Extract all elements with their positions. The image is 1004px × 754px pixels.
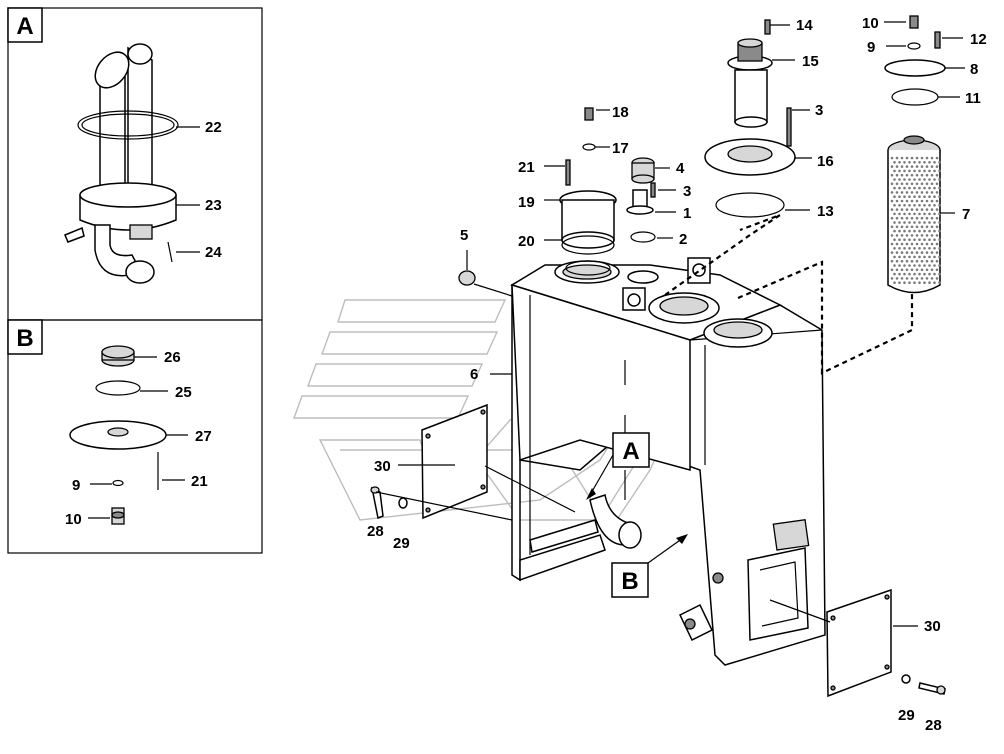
suction-pipe-assembly [64, 43, 179, 284]
callout-28-left: 28 [367, 523, 384, 540]
hydraulic-tank [510, 257, 826, 666]
callout-29-right: 29 [898, 707, 915, 724]
level-indicator-assembly [626, 157, 656, 243]
callout-27: 27 [195, 428, 212, 445]
detail-panel-a: A 22 23 24 [7, 7, 263, 321]
callout-3-mid: 3 [683, 183, 691, 200]
callout-22: 22 [205, 119, 222, 136]
callout-14: 14 [796, 17, 813, 34]
return-filter-assembly [884, 15, 946, 294]
section-marker-b: B [611, 534, 688, 598]
section-marker-a: A [586, 432, 650, 500]
filler-cap-assembly [559, 107, 617, 276]
panel-a-letter: A [16, 13, 33, 40]
callout-1: 1 [683, 205, 691, 222]
filter-cover-assembly [69, 345, 167, 525]
callout-25: 25 [175, 384, 192, 401]
inspection-cover-left [370, 403, 576, 521]
callout-30-left: 30 [374, 458, 391, 475]
panel-b-letter: B [16, 325, 33, 352]
callout-21: 21 [518, 159, 535, 176]
callout-12: 12 [970, 31, 987, 48]
callout-11: 11 [965, 90, 981, 107]
callout-6: 6 [470, 366, 478, 383]
drain-plug [458, 270, 513, 297]
callout-18: 18 [612, 104, 629, 121]
inspection-cover-right [769, 588, 946, 698]
svg-text:B: B [621, 568, 638, 595]
callout-16: 16 [817, 153, 834, 170]
callout-28-right: 28 [925, 717, 942, 734]
callout-9-b: 9 [72, 477, 80, 494]
callout-8: 8 [970, 61, 978, 78]
callout-7: 7 [962, 206, 970, 223]
callout-10-b: 10 [65, 511, 82, 528]
callout-23: 23 [205, 197, 222, 214]
callout-9-top: 9 [867, 39, 875, 56]
detail-panel-b: B 26 25 27 9 21 10 [7, 319, 263, 554]
callout-15: 15 [802, 53, 819, 70]
callout-2: 2 [679, 231, 687, 248]
svg-text:A: A [622, 438, 639, 465]
callout-19: 19 [518, 194, 535, 211]
callout-26: 26 [164, 349, 181, 366]
callout-3-top: 3 [815, 102, 823, 119]
callout-5: 5 [460, 227, 468, 244]
callout-10-top: 10 [862, 15, 879, 32]
callout-20: 20 [518, 233, 535, 250]
breather-filter [727, 19, 773, 128]
callout-21-b: 21 [191, 473, 208, 490]
callout-29-left: 29 [393, 535, 410, 552]
filter-flange [704, 107, 796, 218]
callout-13: 13 [817, 203, 834, 220]
callout-4: 4 [676, 160, 685, 177]
callout-30-right: 30 [924, 618, 941, 635]
filter-perforation-pattern [890, 156, 941, 285]
callout-17: 17 [612, 140, 629, 157]
callout-24: 24 [205, 244, 222, 261]
